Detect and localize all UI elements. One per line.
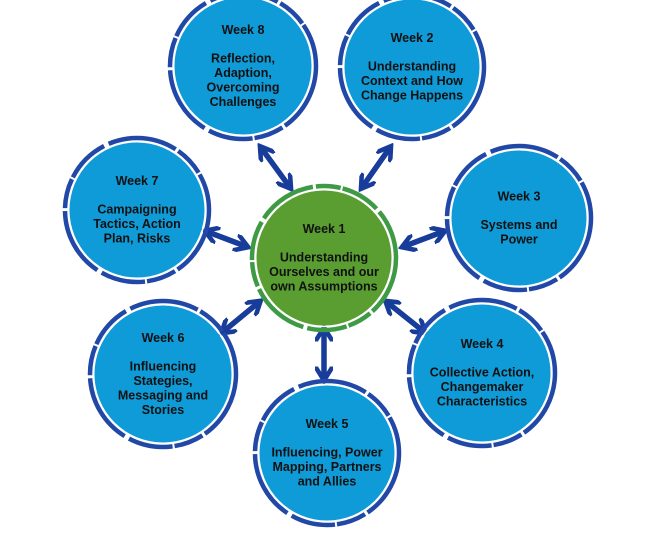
node-circle-week-8 [174,0,312,135]
node-inner-ring-week-6 [92,303,234,445]
node-circle-week-6 [94,305,232,443]
topic-line-week-5: and Allies [298,475,357,489]
topic-line-week-7: Campaigning [97,203,176,217]
week-label-week-8: Week 8 [222,23,265,37]
node-border-week-4 [406,297,558,449]
node-week-8: Week 8 Reflection,Adaption,OvercomingChal… [167,0,319,142]
week-label-week-7: Week 7 [116,174,159,188]
topic-line-week-4: Changemaker [441,380,524,394]
topic-line-week-6: Stategies, [133,374,192,388]
topic-line-week-3: Systems and [480,218,557,232]
node-circle-week-5 [259,385,395,521]
connector-arrows [208,149,442,377]
week-label-week-3: Week 3 [498,189,541,203]
topic-line-week-8: Challenges [210,95,277,109]
node-border-week-1 [249,183,399,333]
topic-line-week-4: Collective Action, [430,366,534,380]
node-border-week-5 [252,378,402,528]
week-label-week-5: Week 5 [306,417,349,431]
topic-line-week-5: Mapping, Partners [272,460,381,474]
bidirectional-arrow-week-7 [208,232,245,246]
week-nodes: Week 8 Reflection,Adaption,OvercomingChal… [62,0,594,528]
node-inner-ring-week-4 [411,302,553,444]
week-label-week-4: Week 4 [461,337,504,351]
topic-line-week-1: own Assumptions [270,280,377,294]
node-week-4: Week 4 Collective Action,ChangemakerChara… [406,297,558,449]
bidirectional-arrow-week-3 [405,232,442,246]
bidirectional-arrow-week-2 [363,149,389,186]
topic-line-week-1: Ourselves and our [269,265,379,279]
node-inner-ring-week-5 [257,383,397,523]
topic-line-week-2: Understanding [368,60,456,74]
node-circle-week-4 [413,304,551,442]
topic-line-week-4: Characteristics [437,395,527,409]
topic-line-week-8: Overcoming [207,80,280,94]
topic-line-week-1: Understanding [280,251,368,265]
topic-line-week-6: Stories [142,403,184,417]
node-inner-ring-week-1 [254,188,394,328]
node-inner-ring-week-3 [449,148,589,288]
topic-line-week-6: Messaging and [118,388,208,402]
topic-line-week-3: Power [500,232,538,246]
bidirectional-arrow-week-8 [262,149,289,186]
node-border-week-3 [444,143,594,293]
bidirectional-arrow-week-6 [224,303,258,331]
node-border-week-8 [167,0,319,142]
node-circle-week-7 [69,142,205,278]
bidirectional-arrow-week-4 [388,303,423,331]
node-inner-ring-week-8 [172,0,314,137]
week-label-week-6: Week 6 [142,331,185,345]
node-circle-week-3 [451,150,587,286]
topic-line-week-7: Plan, Risks [104,232,171,246]
node-inner-ring-week-2 [342,0,482,137]
topic-line-week-2: Context and How [361,74,463,88]
week-label-week-2: Week 2 [391,31,434,45]
node-circle-week-2 [344,0,480,135]
topic-line-week-6: Influencing [130,359,197,373]
topic-line-week-8: Reflection, [211,51,275,65]
node-border-week-6 [87,298,239,450]
node-circle-week-1 [256,190,392,326]
node-border-week-2 [337,0,487,142]
topic-line-week-8: Adaption, [214,66,272,80]
topic-line-week-7: Tactics, Action [93,217,181,231]
topic-line-week-2: Change Happens [361,89,463,103]
node-inner-ring-week-7 [67,140,207,280]
topic-line-week-5: Influencing, Power [271,446,382,460]
week-label-week-1: Week 1 [303,222,346,236]
node-border-week-7 [62,135,212,285]
